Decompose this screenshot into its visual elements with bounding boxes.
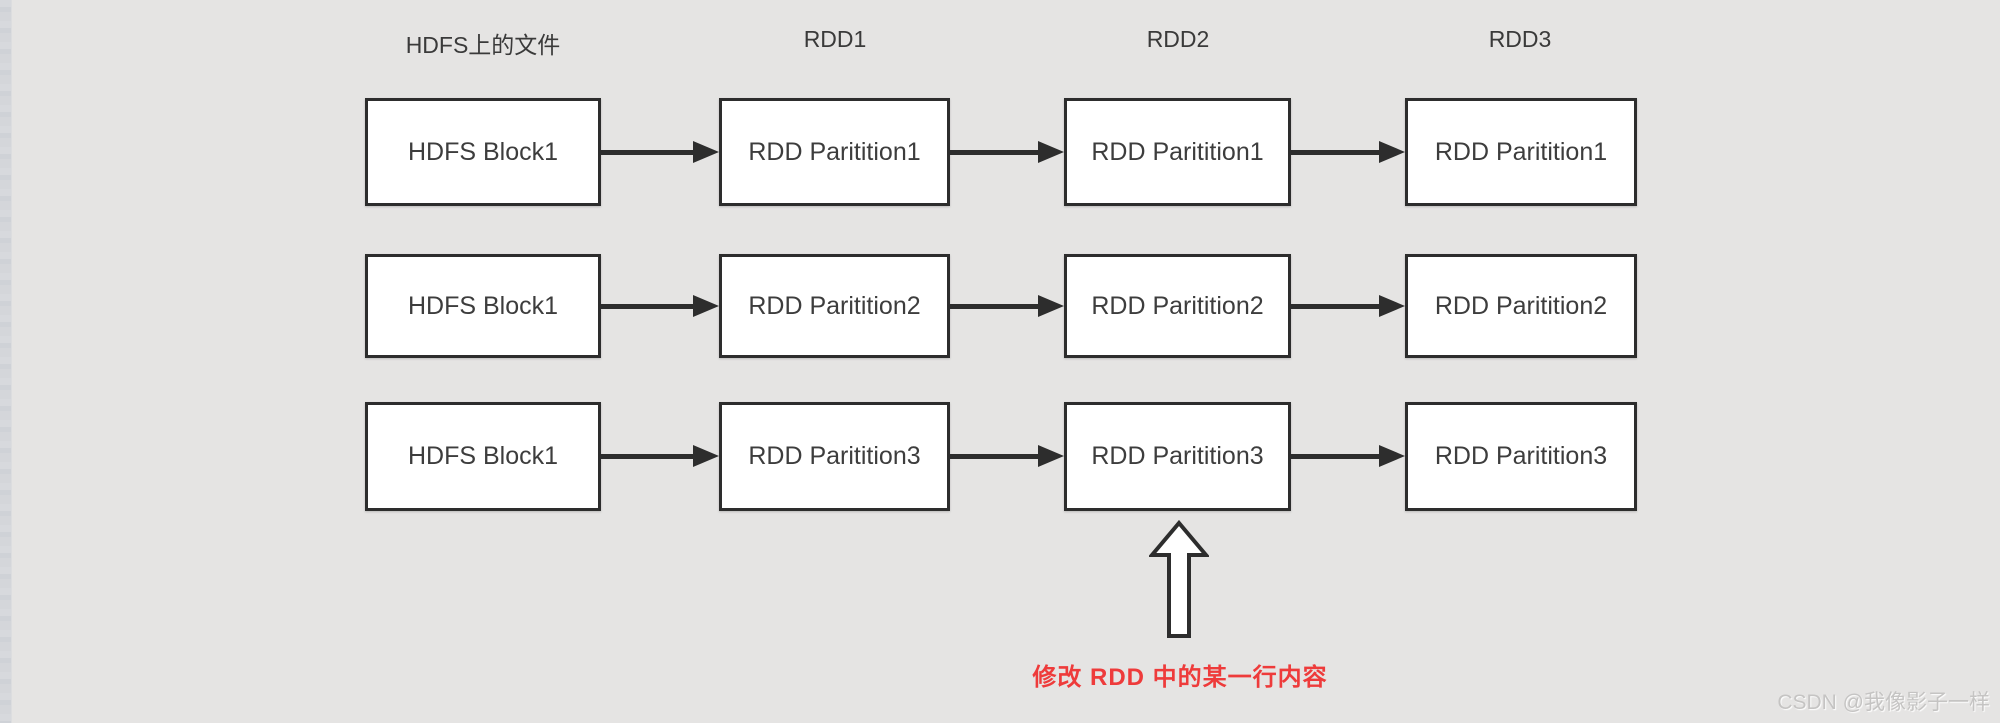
node-rdd1-partition3: RDD Paritition3	[719, 402, 950, 511]
flow-arrow-icon	[950, 141, 1064, 163]
page-left-texture	[0, 0, 12, 723]
flow-arrow-icon	[601, 141, 719, 163]
flow-arrow-icon	[950, 295, 1064, 317]
node-rdd2-partition3: RDD Paritition3	[1064, 402, 1291, 511]
node-rdd3-partition3: RDD Paritition3	[1405, 402, 1637, 511]
flow-arrow-icon	[601, 295, 719, 317]
column-header-rdd3: RDD3	[1488, 26, 1552, 52]
watermark-text: CSDN @我像影子一样	[1777, 691, 1990, 714]
flow-arrow-icon	[1291, 445, 1405, 467]
flow-arrow-icon	[1291, 295, 1405, 317]
node-hdfs-block-r3: HDFS Block1	[365, 402, 601, 511]
column-header-rdd1: RDD1	[803, 26, 867, 52]
node-hdfs-block-r1: HDFS Block1	[365, 98, 601, 206]
node-rdd1-partition1: RDD Paritition1	[719, 98, 950, 206]
node-rdd1-partition2: RDD Paritition2	[719, 254, 950, 358]
column-header-rdd2: RDD2	[1146, 26, 1210, 52]
node-hdfs-block-r2: HDFS Block1	[365, 254, 601, 358]
flow-arrow-icon	[601, 445, 719, 467]
column-header-hdfs: HDFS上的文件	[405, 32, 561, 58]
node-rdd2-partition2: RDD Paritition2	[1064, 254, 1291, 358]
flow-arrow-icon	[1291, 141, 1405, 163]
flow-arrow-icon	[950, 445, 1064, 467]
node-rdd2-partition1: RDD Paritition1	[1064, 98, 1291, 206]
annotation-text: 修改 RDD 中的某一行内容	[1032, 664, 1328, 691]
node-rdd3-partition1: RDD Paritition1	[1405, 98, 1637, 206]
node-rdd3-partition2: RDD Paritition2	[1405, 254, 1637, 358]
up-arrow-icon	[1149, 520, 1209, 638]
